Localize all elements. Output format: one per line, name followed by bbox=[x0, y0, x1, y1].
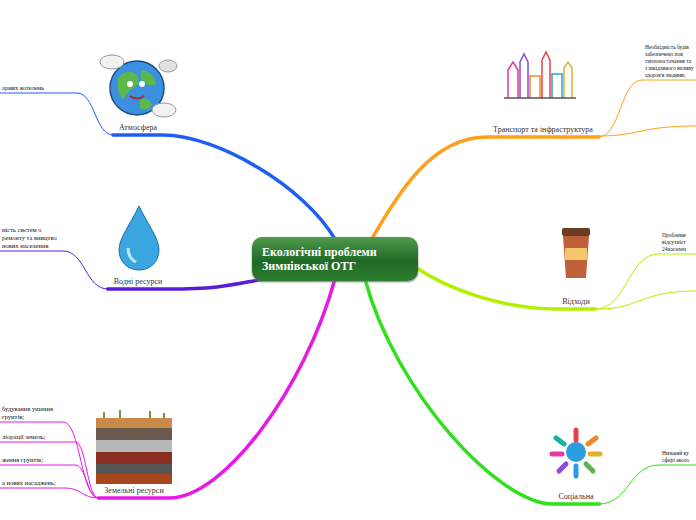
topic-node: Транспорт та інфраструктура bbox=[493, 125, 593, 135]
node-text: ність систем о ремонту та вництво нових … bbox=[2, 226, 60, 250]
topic-node: Соціальна bbox=[559, 492, 594, 502]
node-text: ліорації земель; bbox=[2, 433, 72, 441]
node-text: Необхідність будів забезпечено пов тепло… bbox=[645, 44, 694, 79]
central-node: Екологічні проблеми Зимнівської ОТГ bbox=[252, 237, 418, 281]
node-text: Проблеми відсутніст 24населен bbox=[662, 232, 694, 253]
branch-connector bbox=[98, 279, 335, 498]
branch-connector bbox=[0, 442, 98, 498]
city-icon bbox=[504, 52, 576, 98]
branch-connector bbox=[596, 254, 696, 309]
topic-node: Земельні ресурси bbox=[104, 486, 163, 496]
branch-connector bbox=[599, 80, 696, 137]
node-text: Екологічні проблеми Зимнівської ОТГ bbox=[262, 245, 408, 273]
node-text: ження грунтів; bbox=[2, 456, 72, 464]
leaf-node: ження грунтів; bbox=[2, 456, 72, 464]
branch-connector bbox=[372, 137, 599, 239]
branch-connector bbox=[0, 251, 108, 289]
globe-icon bbox=[100, 55, 177, 117]
branch-connector bbox=[0, 422, 98, 498]
node-text: Низький ку сфері еколо bbox=[662, 450, 694, 464]
node-text: Земельні ресурси bbox=[104, 486, 163, 496]
topic-node: Відходи bbox=[562, 297, 589, 307]
node-text: будування ушення грунтів; bbox=[2, 405, 60, 421]
leaf-node: а нових насаджень; bbox=[2, 479, 62, 487]
topic-node: Водні ресурси bbox=[114, 277, 163, 287]
branch-connector bbox=[416, 268, 595, 309]
branch-connector bbox=[365, 279, 600, 504]
branch-connector bbox=[599, 465, 696, 504]
node-text: Відходи bbox=[562, 297, 589, 307]
leaf-node: будування ушення грунтів; bbox=[2, 405, 60, 421]
branch-connector bbox=[0, 465, 98, 498]
leaf-node: Проблеми відсутніст 24населен bbox=[662, 232, 694, 253]
node-text: Транспорт та інфраструктура bbox=[493, 125, 593, 135]
node-text: Соціальна bbox=[559, 492, 594, 502]
leaf-node: Низький ку сфері еколо bbox=[662, 450, 694, 464]
cup-icon bbox=[562, 228, 590, 278]
water-drop-icon bbox=[119, 206, 159, 270]
leaf-node: ність систем о ремонту та вництво нових … bbox=[2, 226, 60, 250]
node-text: Водні ресурси bbox=[114, 277, 163, 287]
branch-connector bbox=[113, 135, 335, 239]
topic-node: Атмосфера bbox=[119, 123, 157, 133]
node-text: а нових насаджень; bbox=[2, 479, 62, 487]
people-circle-icon bbox=[552, 430, 600, 476]
leaf-node: арних котелень bbox=[2, 84, 74, 92]
branch-connector bbox=[0, 93, 113, 135]
branch-connector bbox=[0, 488, 98, 498]
leaf-node: ліорації земель; bbox=[2, 433, 72, 441]
node-text: арних котелень bbox=[2, 84, 74, 92]
leaf-node: Необхідність будів забезпечено пов тепло… bbox=[645, 44, 694, 79]
branch-line bbox=[598, 126, 696, 136]
soil-layers-icon bbox=[96, 410, 172, 484]
branch-line bbox=[598, 291, 696, 309]
node-text: Атмосфера bbox=[119, 123, 157, 133]
